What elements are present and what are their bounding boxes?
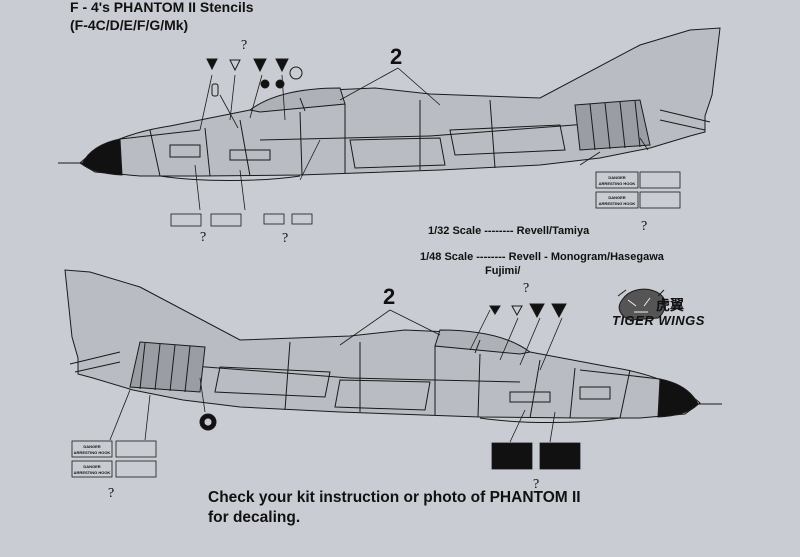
question-mark: ? [108, 486, 115, 501]
footer-note-continued: for decaling. [208, 509, 301, 526]
scale-1-32: 1/32 Scale -------- Revell/Tamiya [428, 225, 590, 237]
top-stencil-boxes [170, 171, 681, 227]
brand-name: TIGER WINGS [612, 313, 705, 328]
question-mark: ? [282, 231, 289, 246]
sheet-title: F - 4's PHANTOM II Stencils [70, 0, 254, 15]
bottom-phantom-side-view [64, 269, 722, 431]
question-mark: ? [241, 38, 248, 53]
footer-note: Check your kit instruction or photo of P… [208, 489, 581, 506]
scale-1-48-continued: Fujimi/ [485, 265, 521, 277]
arresting-hook-label: ARRESTING HOOK [74, 450, 111, 455]
danger-label: DANGER [83, 464, 100, 469]
top-warning-triangles [206, 58, 303, 97]
bottom-leader-lines [109, 309, 563, 443]
tiger-head-icon [617, 288, 666, 321]
top-phantom-side-view [58, 27, 721, 181]
bottom-warning-triangles [489, 303, 567, 319]
danger-label: DANGER [608, 195, 625, 200]
question-mark: ? [533, 477, 540, 492]
danger-label: DANGER [83, 444, 100, 449]
top-leader-lines [194, 67, 649, 211]
marker-number: 2 [390, 44, 403, 69]
question-mark: ? [641, 219, 648, 234]
question-mark: ? [200, 230, 207, 245]
marker-number: 2 [383, 284, 396, 309]
sheet-subtitle: (F-4C/D/E/F/G/Mk) [70, 17, 189, 33]
arresting-hook-label: ARRESTING HOOK [599, 181, 636, 186]
arresting-hook-label: ARRESTING HOOK [74, 470, 111, 475]
brand-cjk: 虎翼 [656, 297, 684, 313]
question-mark: ? [523, 281, 530, 296]
danger-label: DANGER [608, 175, 625, 180]
bottom-stencil-boxes [71, 440, 581, 478]
arresting-hook-label: ARRESTING HOOK [599, 201, 636, 206]
scale-1-48: 1/48 Scale -------- Revell - Monogram/Ha… [420, 251, 664, 263]
